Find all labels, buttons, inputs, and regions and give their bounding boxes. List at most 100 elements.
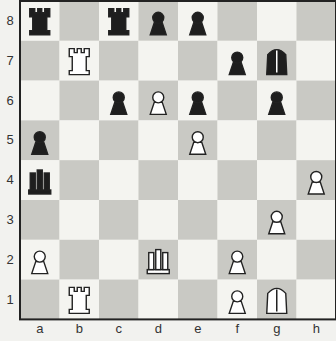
board-square	[60, 240, 100, 280]
board-square	[139, 120, 179, 160]
chess-piece	[267, 50, 287, 75]
board-square	[218, 240, 258, 280]
board-square	[139, 1, 179, 41]
chess-piece	[269, 92, 285, 115]
board-border	[20, 1, 336, 319]
board-square	[20, 41, 60, 81]
rank-label: 6	[6, 94, 13, 108]
chess-piece	[150, 92, 166, 115]
board-square	[99, 280, 139, 320]
chess-piece	[308, 172, 324, 195]
board-square	[297, 200, 336, 240]
file-label: f	[235, 322, 239, 336]
chess-piece	[150, 12, 166, 35]
board-square	[20, 240, 60, 280]
board-square	[297, 81, 336, 121]
board-square	[297, 280, 336, 320]
chess-piece	[229, 291, 245, 314]
board-square	[139, 200, 179, 240]
board-square	[257, 280, 297, 320]
board-square	[139, 160, 179, 200]
rank-label: 5	[6, 133, 13, 147]
board-square	[99, 160, 139, 200]
board-square	[139, 280, 179, 320]
board-square	[60, 160, 100, 200]
board-square	[257, 81, 297, 121]
board-square	[297, 1, 336, 41]
file-label: e	[194, 322, 201, 336]
board-square	[297, 120, 336, 160]
board-square	[99, 120, 139, 160]
board-square	[297, 240, 336, 280]
chess-piece	[109, 9, 129, 35]
board-square	[178, 240, 218, 280]
chess-piece	[190, 132, 206, 155]
board-square	[178, 160, 218, 200]
board-square	[60, 41, 100, 81]
board-square	[218, 120, 258, 160]
chess-piece	[269, 211, 285, 234]
board-square	[20, 200, 60, 240]
file-label: a	[36, 322, 43, 336]
board-square	[218, 81, 258, 121]
rank-label: 3	[6, 213, 13, 227]
board-square	[257, 120, 297, 160]
board-square	[20, 81, 60, 121]
board-square	[20, 120, 60, 160]
chess-piece	[69, 287, 89, 313]
board-square	[178, 1, 218, 41]
board-square	[218, 200, 258, 240]
board-square	[218, 280, 258, 320]
file-label: h	[313, 322, 320, 336]
board-square	[218, 1, 258, 41]
file-label: b	[76, 322, 83, 336]
board-square	[99, 41, 139, 81]
board-square	[257, 160, 297, 200]
board-square	[178, 200, 218, 240]
chess-piece	[29, 170, 51, 194]
chess-piece	[190, 12, 206, 35]
file-label: g	[273, 322, 280, 336]
rank-label: 8	[6, 14, 13, 28]
file-label: c	[116, 322, 123, 336]
board-square	[139, 81, 179, 121]
board-square	[178, 81, 218, 121]
chess-piece	[32, 251, 48, 274]
chess-piece	[111, 92, 127, 115]
board-square	[178, 120, 218, 160]
board-square	[60, 81, 100, 121]
board-square	[139, 41, 179, 81]
rank-label: 1	[6, 293, 13, 307]
board-square	[99, 81, 139, 121]
board-square	[257, 1, 297, 41]
board-square	[20, 160, 60, 200]
board-square	[178, 41, 218, 81]
board-square	[257, 240, 297, 280]
chess-piece	[32, 132, 48, 155]
board-square	[178, 280, 218, 320]
board-square	[60, 1, 100, 41]
board-square	[99, 1, 139, 41]
board-square	[297, 160, 336, 200]
chess-piece	[229, 52, 245, 75]
chess-piece	[147, 250, 169, 274]
board-square	[257, 200, 297, 240]
board-square	[99, 200, 139, 240]
chess-piece	[30, 9, 50, 35]
board-square	[60, 280, 100, 320]
file-label: d	[155, 322, 162, 336]
rank-label: 4	[6, 173, 13, 187]
chess-piece	[229, 251, 245, 274]
board-square	[257, 41, 297, 81]
board-square	[297, 41, 336, 81]
board-square	[60, 120, 100, 160]
board-square	[20, 1, 60, 41]
board-square	[60, 200, 100, 240]
board-square	[99, 240, 139, 280]
board-square	[20, 280, 60, 320]
chess-piece	[267, 288, 287, 313]
board-square	[218, 160, 258, 200]
board-square	[218, 41, 258, 81]
rank-label: 2	[6, 253, 13, 267]
